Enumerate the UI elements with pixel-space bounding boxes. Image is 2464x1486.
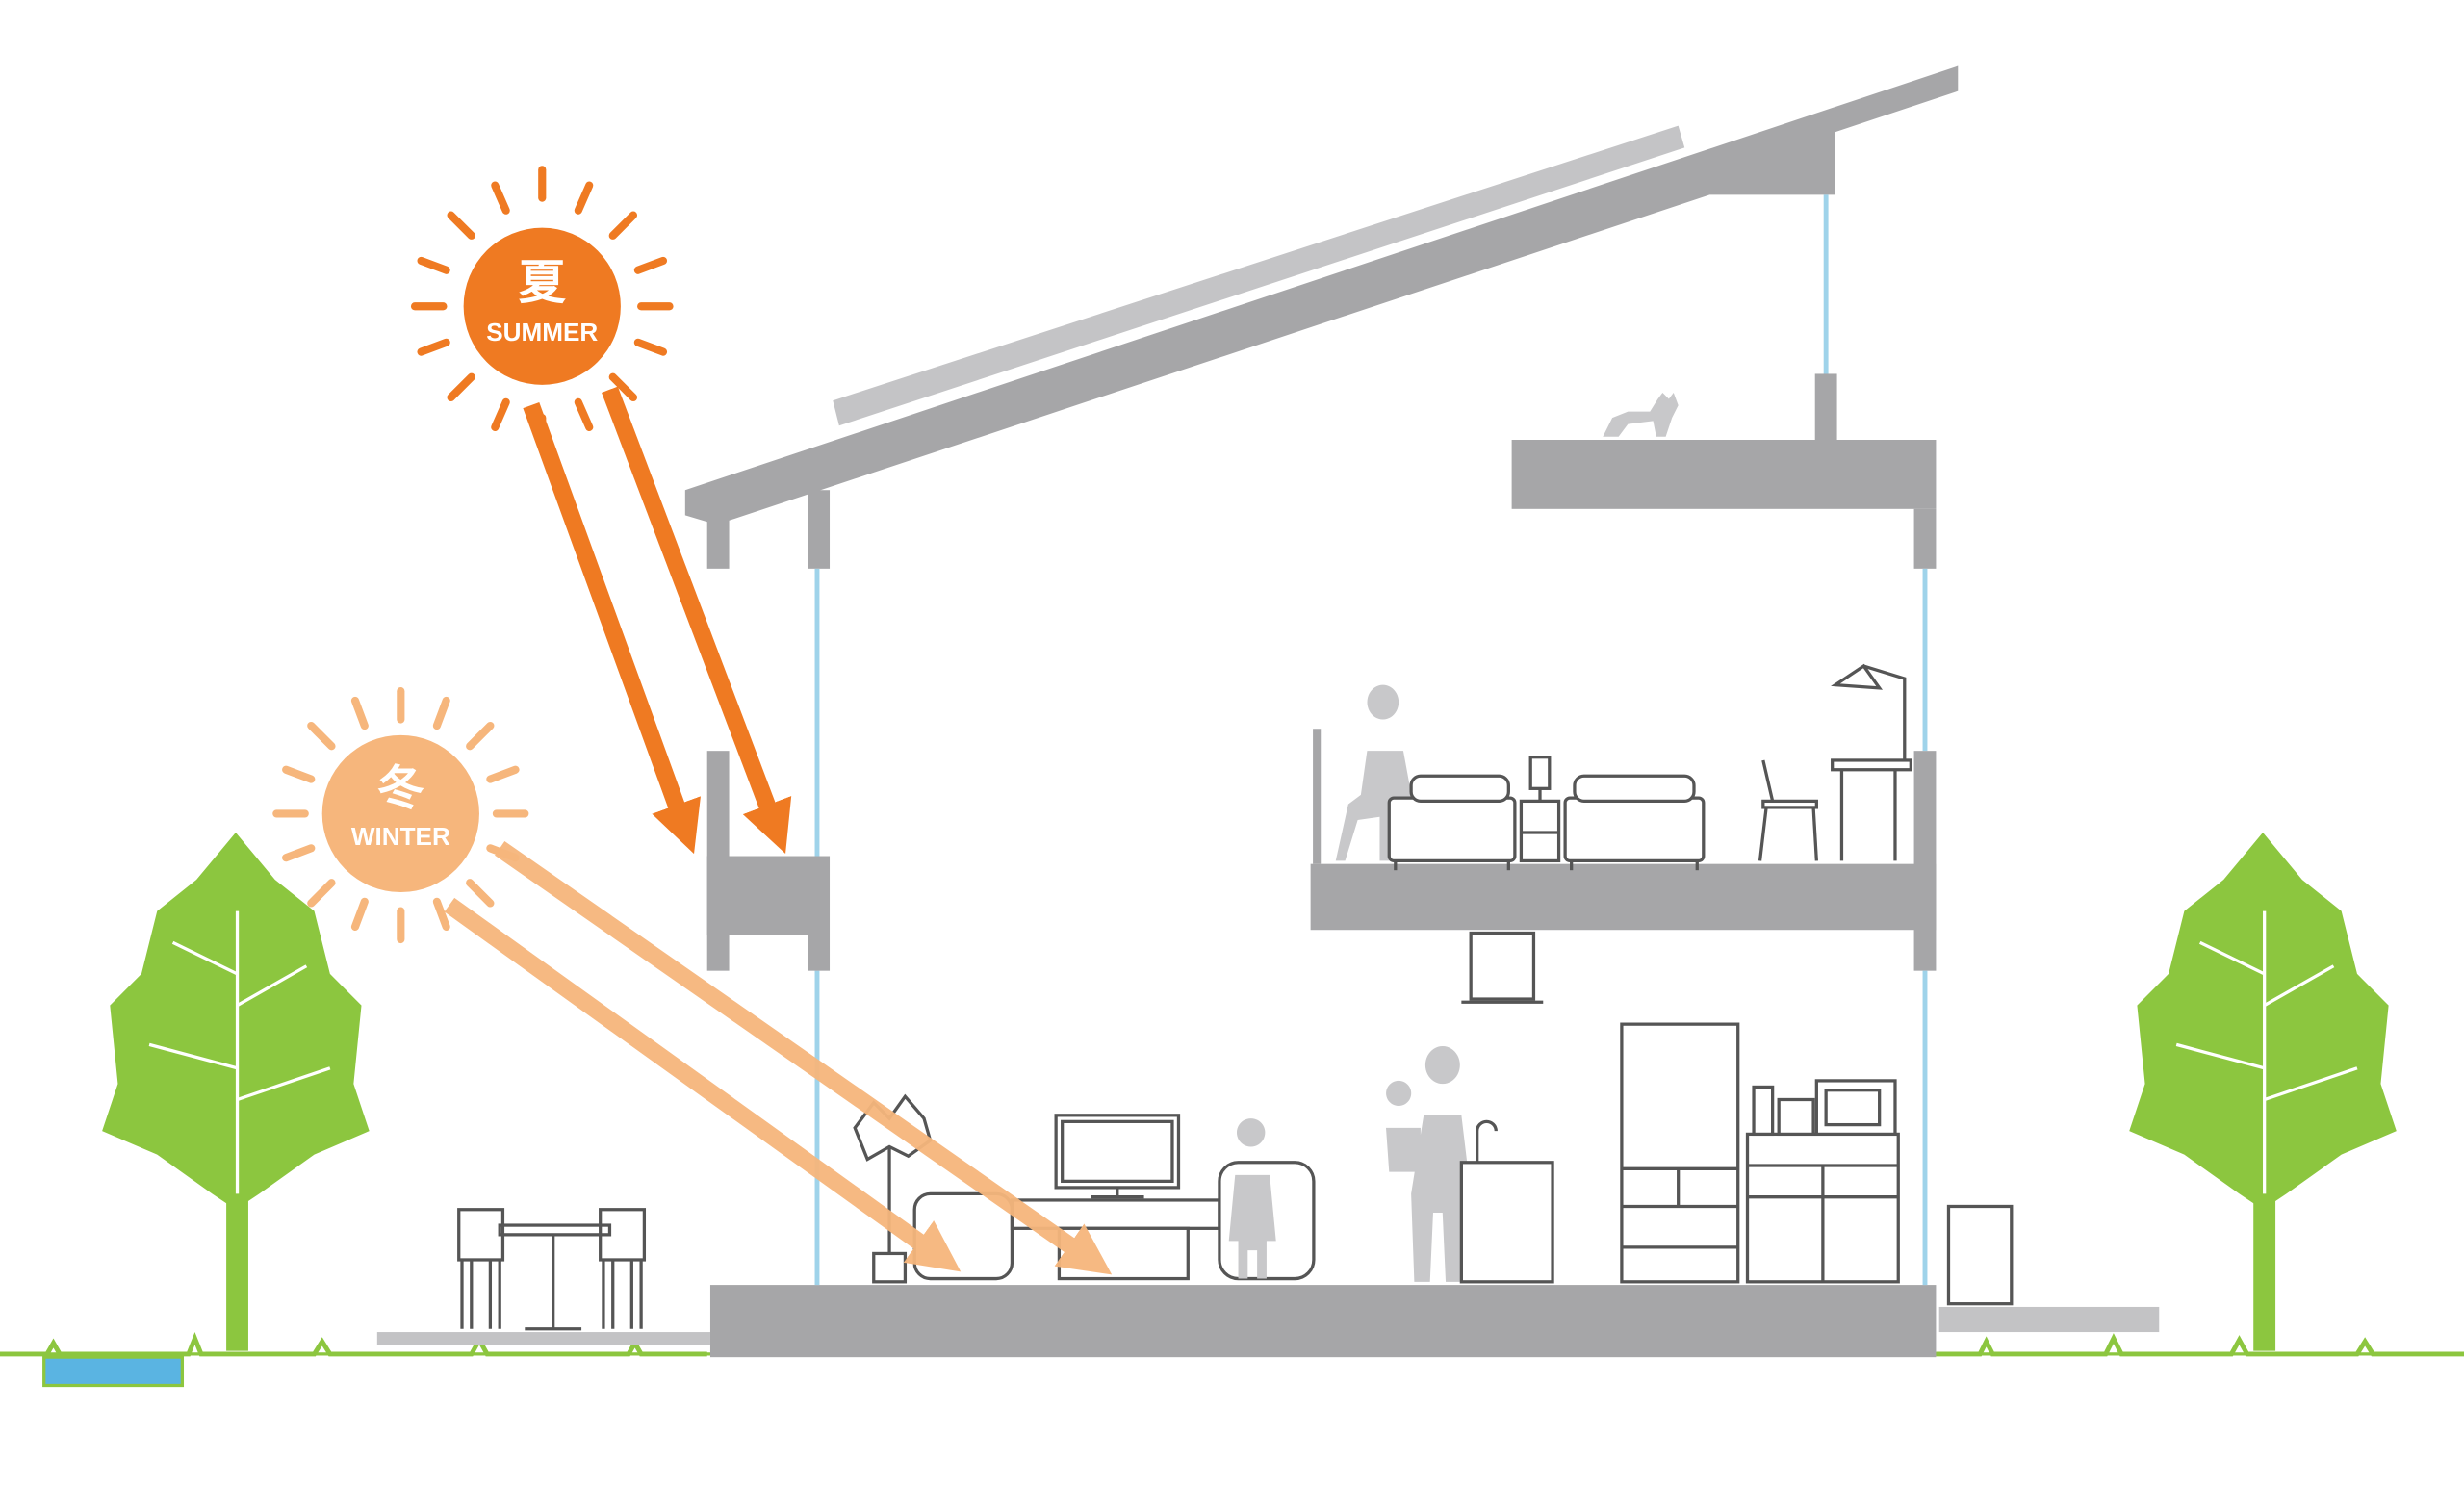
right-deck: [1938, 1306, 2160, 1333]
rice-cooker: [1777, 1097, 1815, 1137]
summer-sun-rays: [410, 166, 674, 450]
summer-kanji: 夏: [519, 255, 567, 310]
tree-left: [102, 833, 370, 1351]
winter-sun: 冬 WINTER: [272, 687, 529, 944]
refrigerator: [1620, 1022, 1740, 1284]
terrace-chair-right: [599, 1208, 647, 1329]
summer-ray-1: [523, 402, 701, 855]
solar-panel: [833, 125, 1685, 426]
bed-left: [1387, 796, 1517, 863]
desk-chair: [1761, 799, 1818, 809]
eave-post-right: [808, 490, 831, 569]
overhang-beam: [706, 856, 831, 935]
person-child: [1228, 1118, 1276, 1279]
eave-post-left: [706, 505, 730, 569]
winter-sun-rays: [272, 687, 529, 944]
table-lamp: [1528, 756, 1552, 790]
tree-branches: [2175, 910, 2358, 1194]
winter-kanji: 冬: [377, 761, 424, 816]
loft-post: [1913, 508, 1937, 569]
winter-rays: [444, 840, 1113, 1275]
winter-label: WINTER: [351, 822, 450, 851]
grass-right: [1936, 1333, 2464, 1357]
winter-ray-1: [444, 897, 962, 1272]
coffee-maker: [1752, 1085, 1775, 1137]
sofa-left: [912, 1191, 1014, 1281]
foundation-slab: [709, 1285, 1937, 1358]
clerestory-post: [1814, 373, 1837, 440]
terrace-deck: [376, 1332, 710, 1345]
bedroom: [1335, 663, 1912, 871]
house: [684, 65, 1959, 1358]
bed-right: [1563, 796, 1706, 863]
right-wall-mid: [1913, 751, 1937, 971]
summer-sun-disc: [463, 227, 621, 385]
tree-branches: [148, 910, 331, 1194]
kitchen: [1459, 1022, 2014, 1306]
ceiling-vent: [1461, 931, 1544, 1004]
summer-rays: [523, 386, 792, 855]
roof: [684, 65, 1959, 525]
winter-sun-disc: [321, 734, 479, 893]
floor-lamp: [1862, 664, 1907, 760]
water-pond: [42, 1355, 185, 1388]
summer-ray-2: [602, 386, 792, 854]
cat-silhouette: [1603, 393, 1679, 437]
person-seated: [1335, 684, 1415, 861]
summer-sun: 夏 SUMMER: [410, 166, 674, 450]
desk: [1831, 758, 1912, 772]
tree-right: [2129, 833, 2397, 1351]
loft-floor: [1511, 439, 1937, 509]
overhang-stub: [808, 935, 831, 971]
kitchen-sink: [1459, 1161, 1554, 1284]
grass-left: [0, 1331, 707, 1357]
terrace-table-set: [457, 1208, 647, 1331]
terrace-table: [498, 1223, 612, 1237]
terrace-chair-left: [457, 1208, 505, 1329]
summer-label: SUMMER: [486, 318, 598, 346]
second-floor-slab: [1310, 863, 1937, 931]
outdoor-unit: [1946, 1204, 2014, 1306]
winter-ray-2: [495, 840, 1113, 1275]
person-parent: [1386, 1046, 1472, 1282]
